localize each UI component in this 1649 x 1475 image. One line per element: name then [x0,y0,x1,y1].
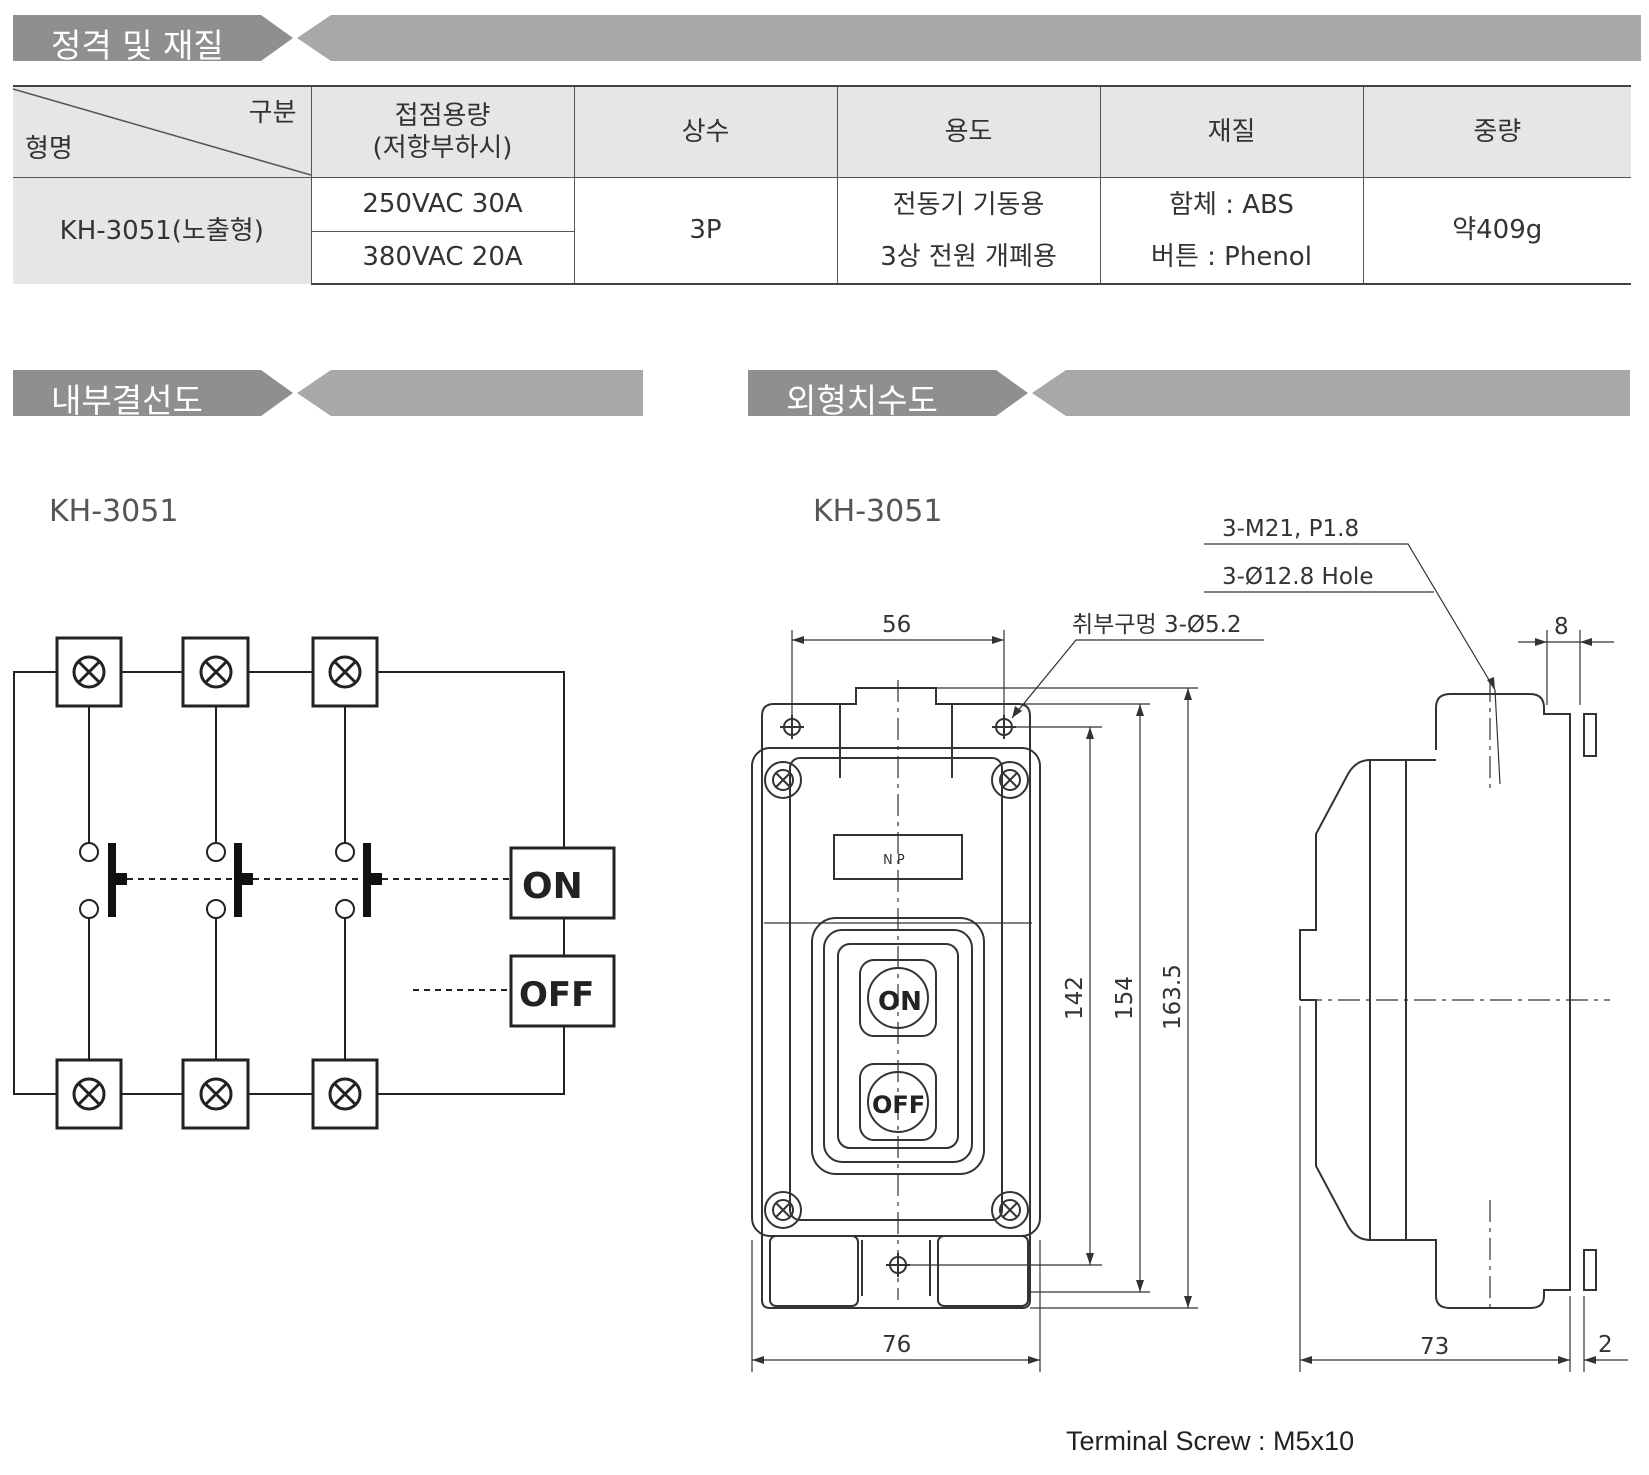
dim-76-label: 76 [882,1332,911,1358]
movable-contact [108,843,116,917]
on-box [509,846,616,920]
off-box-label: OFF [519,975,594,1015]
thread-leader [1204,543,1496,691]
phase-cell: 3P [573,177,838,285]
spec-table-row: KH-3051(노출형) 250VAC 30A 3P 전동기 기동용 함체 : … [13,177,1631,285]
corner-top-label: 구분 [248,98,297,128]
banner-shape [748,370,1630,416]
model-cell: KH-3051(노출형) [13,177,312,284]
wiring-right-loop-top [377,671,565,848]
material-2: 버튼 : Phenol [1099,231,1363,285]
wiring-right-loop-bottom [377,1026,565,1095]
spec-table-row: 380VAC 20A 3상 전원 개폐용 버튼 : Phenol [13,231,1631,285]
capacity-250: 250VAC 30A [310,177,575,232]
terminal-screw-icon [199,655,233,689]
header-usage: 용도 [836,85,1101,178]
dimension-model-label: KH-3051 [813,494,943,529]
terminal-screw-icon [199,1077,233,1111]
header-weight: 중량 [1362,85,1631,178]
dim-154-label: 154 [1112,976,1138,1020]
front-inner-outline [789,757,1003,1221]
mount-note: 취부구멍 3-Ø5.2 [1072,612,1242,638]
terminal-box [181,636,250,708]
front-lid-outline [751,747,1041,1237]
dimension-section-banner: 외형치수도 [748,370,1630,420]
terminal-screw-icon [328,655,362,689]
dim-8-label: 8 [1554,614,1569,640]
corner-screw-icon [991,1191,1029,1229]
corner-screw-icon [764,761,802,799]
wiring-diagram: ON OFF [13,636,616,1130]
contact-circle [335,899,355,919]
movable-contact [234,843,242,917]
terminal-screw-icon [72,1077,106,1111]
corner-cell: 구분 형명 [13,85,312,178]
banner-shape [13,370,643,416]
dimension-section-title: 외형치수도 [786,381,938,420]
contact-circle [335,842,355,862]
movable-contact [363,843,371,917]
spec-section-title: 정격 및 재질 [51,26,224,65]
spec-section-banner: 정격 및 재질 [13,15,1641,65]
mount-leader [1011,639,1264,719]
contact-circle [206,842,226,862]
terminal-box [311,636,379,708]
hole-note: 3-Ø12.8 Hole [1222,564,1373,590]
on-box-label: ON [522,866,583,907]
spec-table: 구분 형명 접점용량 (저항부하시) 상수 용도 재질 중량 KH-3051(노… [13,85,1631,285]
on-button-label: ON [878,987,922,1017]
corner-screw-icon [991,761,1029,799]
np-label: N P [883,853,905,868]
corner-diagonal [13,88,311,176]
capacity-380: 380VAC 20A [311,231,575,285]
wiring-section-banner: 내부결선도 [13,370,643,420]
usage-2: 3상 전원 개폐용 [836,231,1101,285]
dim-142-label: 142 [1062,976,1088,1020]
side-clip [1583,1249,1597,1291]
front-body-outline [761,687,1031,1309]
terminal-screw-caption: Terminal Screw : M5x10 [1066,1426,1355,1456]
header-capacity: 접점용량 (저항부하시) [310,85,575,178]
terminal-screw-icon [328,1077,362,1111]
banner-shape [13,15,1641,61]
spec-table-header-row: 구분 형명 접점용량 (저항부하시) 상수 용도 재질 중량 [13,85,1631,178]
dim-73-label: 73 [1420,1334,1449,1360]
dim-163-label: 163.5 [1160,964,1186,1030]
dim-2-label: 2 [1598,1332,1613,1358]
material-1: 함체 : ABS [1099,177,1364,232]
side-clip [1583,713,1597,757]
contact-circle [79,899,99,919]
thread-note: 3-M21, P1.8 [1222,516,1359,542]
weight-cell: 약409g [1362,177,1631,285]
corner-bottom-label: 형명 [25,133,73,164]
wiring-section-title: 내부결선도 [51,381,203,420]
corner-screw-icon [764,1191,802,1229]
bottom-conduit-right [937,1235,1029,1307]
header-phase: 상수 [573,85,838,178]
header-material: 재질 [1099,85,1364,178]
contact-circle [206,899,226,919]
off-button-label: OFF [872,1091,925,1119]
wiring-left-loop [13,671,57,1095]
bottom-conduit-left [769,1235,859,1307]
terminal-screw-icon [72,655,106,689]
side-body-outline [1300,693,1571,1309]
usage-1: 전동기 기동용 [836,177,1101,232]
contact-circle [79,842,99,862]
wiring-model-label: KH-3051 [49,494,179,529]
off-box [509,954,616,1028]
dim-56-label: 56 [882,612,911,638]
